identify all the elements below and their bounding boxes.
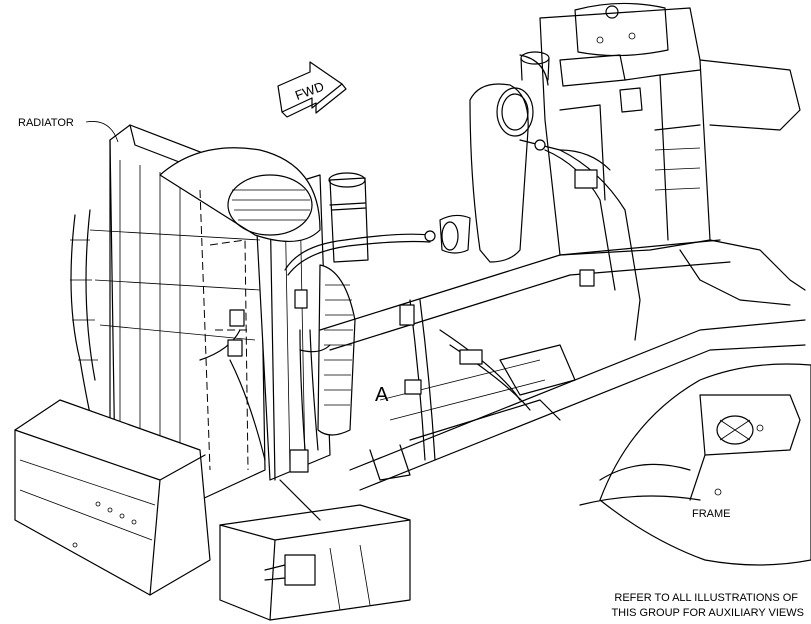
rear-tower [539,2,806,306]
view-a-label: A [375,384,389,406]
front-bumper [14,399,211,596]
reference-note-line1: REFER TO ALL ILLUSTRATIONS OF [614,592,798,604]
radiator-label: RADIATOR [18,117,74,129]
fwd-arrow [277,61,347,118]
frame-label: FRAME [692,508,731,520]
reference-note-line2: THIS GROUP FOR AUXILIARY VIEWS [611,607,804,619]
battery-box [219,479,411,621]
frame-detail-view [579,363,811,566]
radiator-assembly [70,124,331,501]
radiator-leader-line [85,121,119,143]
oil-cooler [317,264,356,436]
air-pipe [439,51,550,263]
wiring-harness [199,139,641,473]
